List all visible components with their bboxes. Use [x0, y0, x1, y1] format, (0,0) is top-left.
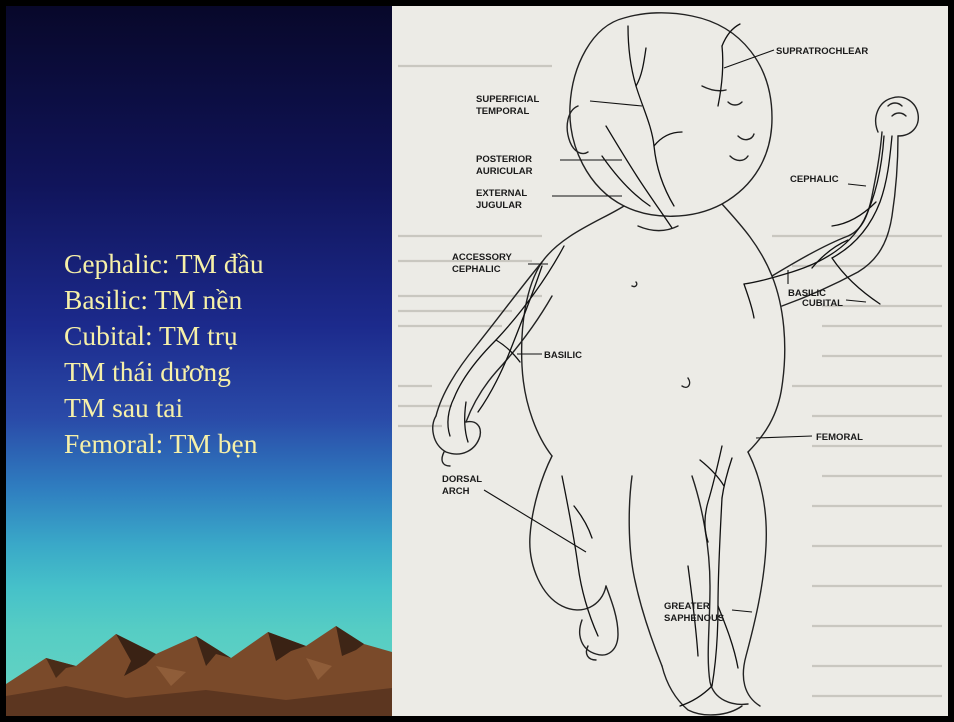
label-greater-saphenous-2: SAPHENOUS [664, 613, 724, 624]
label-dorsal-arch-2: ARCH [442, 486, 470, 497]
label-superficial-temporal-1: SUPERFICIAL [476, 94, 540, 105]
mountains-illustration [6, 606, 392, 716]
vein-terms-list: Cephalic: TM đầu Basilic: TM nền Cubital… [64, 246, 264, 462]
term-temporal: TM thái dương [64, 354, 264, 390]
term-basilic: Basilic: TM nền [64, 282, 264, 318]
left-panel: Cephalic: TM đầu Basilic: TM nền Cubital… [6, 6, 392, 716]
term-cubital: Cubital: TM trụ [64, 318, 264, 354]
term-posterior-auricular: TM sau tai [64, 390, 264, 426]
term-femoral: Femoral: TM bẹn [64, 426, 264, 462]
infant-veins-diagram: SUPRATROCHLEAR SUPERFICIAL TEMPORAL POST… [392, 6, 948, 716]
diagram-panel: SUPRATROCHLEAR SUPERFICIAL TEMPORAL POST… [392, 6, 948, 716]
label-external-jugular-2: JUGULAR [476, 200, 522, 211]
diagram-labels: SUPRATROCHLEAR SUPERFICIAL TEMPORAL POST… [442, 46, 868, 624]
label-greater-saphenous-1: GREATER [664, 601, 710, 612]
label-basilic-left: BASILIC [544, 350, 582, 361]
label-dorsal-arch-1: DORSAL [442, 474, 482, 485]
label-cephalic: CEPHALIC [790, 174, 839, 185]
label-femoral: FEMORAL [816, 432, 863, 443]
label-superficial-temporal-2: TEMPORAL [476, 106, 530, 117]
label-cubital: CUBITAL [802, 298, 843, 309]
label-posterior-auricular-1: POSTERIOR [476, 154, 532, 165]
label-accessory-cephalic-2: CEPHALIC [452, 264, 501, 275]
label-posterior-auricular-2: AURICULAR [476, 166, 533, 177]
leader-lines [484, 50, 866, 612]
label-supratrochlear: SUPRATROCHLEAR [776, 46, 868, 57]
label-accessory-cephalic-1: ACCESSORY [452, 252, 512, 263]
label-external-jugular-1: EXTERNAL [476, 188, 527, 199]
term-cephalic: Cephalic: TM đầu [64, 246, 264, 282]
